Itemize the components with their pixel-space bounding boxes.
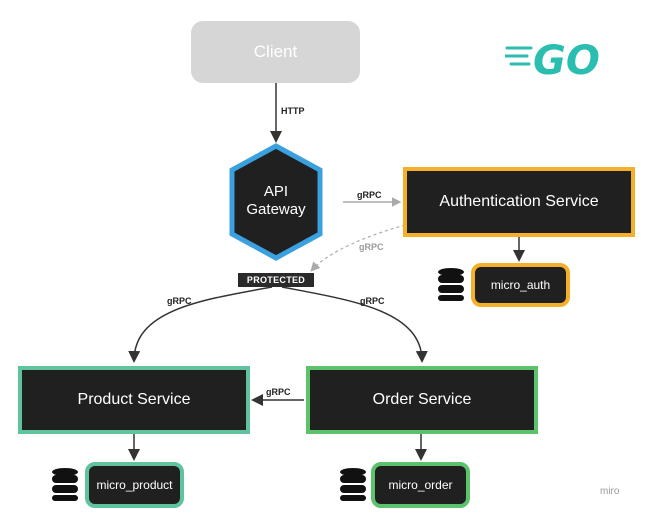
- micro-product-label: micro_product: [96, 478, 173, 492]
- api-gateway-hexagon: [229, 143, 323, 261]
- go-logo: GO: [503, 34, 615, 84]
- order-service-node: Order Service: [306, 366, 538, 434]
- micro-auth-db: micro_auth: [471, 263, 570, 307]
- micro-order-label: micro_order: [388, 478, 453, 492]
- client-label: Client: [253, 42, 298, 61]
- database-icon: [438, 268, 464, 301]
- edge-label-gateway-auth: gRPC: [357, 190, 382, 200]
- edge-gateway-product: [128, 286, 273, 363]
- edge-label-auth-gateway: gRPC: [359, 242, 384, 252]
- order-service-label: Order Service: [372, 391, 472, 408]
- protected-badge: PROTECTED: [238, 273, 314, 287]
- database-icon: [340, 468, 366, 501]
- authentication-service-node: Authentication Service: [403, 167, 635, 237]
- edge-label-gateway-product: gRPC: [167, 296, 192, 306]
- edge-label-order-product: gRPC: [266, 387, 291, 397]
- edge-auth-gateway: [310, 224, 406, 272]
- edge-label-http: HTTP: [281, 106, 305, 116]
- product-service-node: Product Service: [18, 366, 250, 434]
- miro-watermark: miro: [600, 486, 620, 497]
- client-node: Client: [191, 21, 360, 83]
- micro-order-db: micro_order: [371, 462, 470, 508]
- micro-product-db: micro_product: [85, 462, 184, 508]
- micro-auth-label: micro_auth: [490, 278, 551, 292]
- edge-gateway-order: [281, 286, 428, 363]
- database-icon: [52, 468, 78, 501]
- gateway-line1: API: [263, 183, 289, 200]
- go-logo-text: GO: [533, 38, 600, 84]
- product-service-label: Product Service: [77, 391, 191, 408]
- gateway-line2: Gateway: [246, 201, 306, 218]
- api-gateway: API Gateway: [211, 146, 341, 256]
- authentication-service-label: Authentication Service: [439, 193, 599, 210]
- edge-label-gateway-order: gRPC: [360, 296, 385, 306]
